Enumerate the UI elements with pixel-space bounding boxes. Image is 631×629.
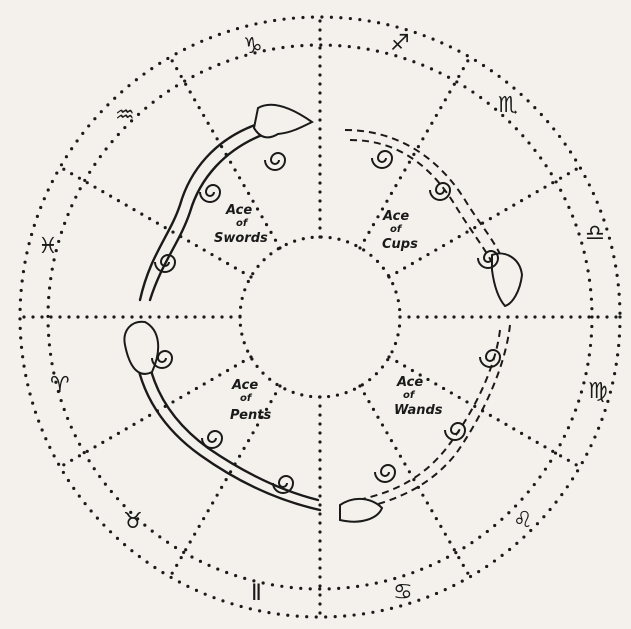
ace-pents-line2: of xyxy=(240,393,253,404)
spiral xyxy=(265,153,285,170)
spiral xyxy=(200,185,220,202)
spoke xyxy=(360,57,470,248)
aquarius-glyph: ♒ xyxy=(115,103,135,128)
serpent-head-swords xyxy=(254,105,312,138)
spiral xyxy=(202,431,222,448)
leo-glyph: ♌ xyxy=(513,508,533,533)
spiral xyxy=(445,423,465,440)
serpent-head-wands xyxy=(340,499,382,522)
spiral xyxy=(273,476,293,493)
spoke xyxy=(60,167,251,277)
pisces-glyph: ♓ xyxy=(38,234,58,259)
virgo-glyph: ♍ xyxy=(588,379,608,404)
ace-pents-line3: Pents xyxy=(230,408,271,423)
spoke xyxy=(60,357,251,467)
serpent-head-pents xyxy=(124,322,158,374)
ace-of-cups-label: Ace of Cups xyxy=(382,209,418,252)
ace-of-wands-label: Ace of Wands xyxy=(394,375,443,418)
ace-swords-line3: Swords xyxy=(214,231,268,246)
ace-cups-line3: Cups xyxy=(382,237,418,252)
ace-wands-line2: of xyxy=(403,390,416,401)
ace-of-swords-label: Ace of Swords xyxy=(214,203,268,246)
ace-wands-line3: Wands xyxy=(394,403,443,418)
serpent-illustration xyxy=(124,105,522,522)
libra-glyph: ♎ xyxy=(585,221,605,246)
gemini-glyph: Ⅱ xyxy=(251,581,262,606)
serpent-body-pents-inner xyxy=(147,350,318,500)
capricorn-glyph: ♑ xyxy=(243,34,263,59)
scorpio-glyph: ♏ xyxy=(498,93,518,118)
ace-swords-line1: Ace xyxy=(225,203,252,218)
inner-ring xyxy=(240,237,400,397)
serpent-body-cups xyxy=(345,130,505,265)
spiral xyxy=(372,151,392,168)
ace-of-pents-label: Ace of Pents xyxy=(230,378,271,423)
aries-glyph: ♈ xyxy=(50,373,70,398)
ace-wands-line1: Ace xyxy=(396,375,423,390)
cancer-glyph: ♋ xyxy=(393,580,413,605)
spiral xyxy=(375,465,395,482)
ace-swords-line2: of xyxy=(236,218,249,229)
taurus-glyph: ♉ xyxy=(123,509,143,534)
sagittarius-glyph: ♐ xyxy=(390,31,410,56)
ace-cups-line2: of xyxy=(390,224,403,235)
ace-pents-line1: Ace xyxy=(231,378,258,393)
spiral xyxy=(480,350,500,367)
ace-cups-line1: Ace xyxy=(382,209,409,224)
